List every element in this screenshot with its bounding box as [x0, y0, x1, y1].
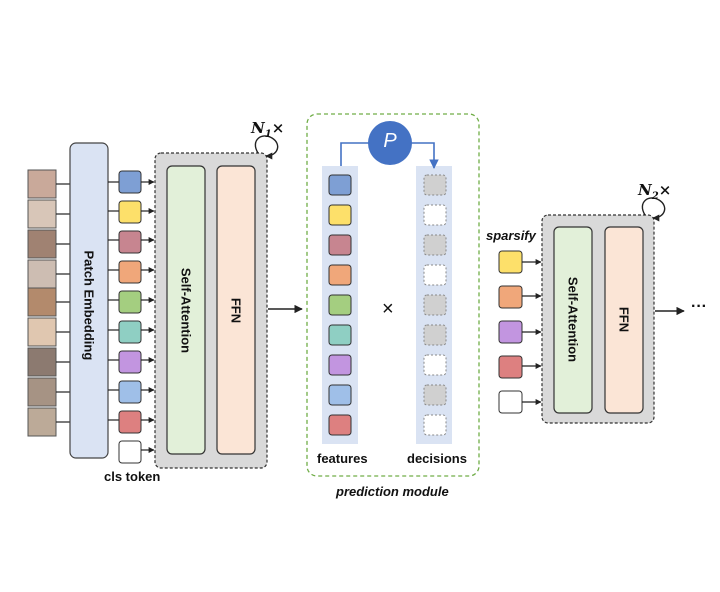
cls-token-label: cls token: [104, 469, 161, 484]
sparse-token: [498, 355, 523, 379]
feature-token: [328, 354, 352, 376]
loop-arrow-2: [641, 197, 666, 222]
self-attention-block-2: [553, 226, 593, 414]
p-circle: [368, 121, 412, 165]
token-column: [118, 170, 142, 464]
image-patch: [27, 407, 57, 437]
self-attention-block-1: [166, 165, 206, 455]
token: [118, 260, 142, 284]
sparse-token: [498, 390, 523, 414]
ffn-label-1: FFN: [228, 297, 244, 324]
feature-token: [328, 294, 352, 316]
feature-token: [328, 384, 352, 406]
n1-label: N1×: [251, 119, 285, 140]
decision-token: [423, 384, 447, 406]
decision-token: [423, 204, 447, 226]
image-patch: [27, 377, 57, 407]
sparse-token-column: [498, 250, 523, 414]
token: [118, 410, 142, 434]
sparse-token: [498, 285, 523, 309]
token: [118, 380, 142, 404]
patch-embedding-label: Patch Embedding: [81, 250, 97, 361]
token: [118, 170, 142, 194]
sparsify-label: sparsify: [486, 228, 536, 243]
decision-token: [423, 174, 447, 196]
token-arrows: [141, 179, 155, 453]
features-label: features: [317, 451, 368, 466]
token: [118, 440, 142, 464]
sparse-arrows: [522, 259, 542, 405]
p-label: P: [383, 130, 397, 152]
image-patch: [27, 229, 57, 259]
feature-token: [328, 204, 352, 226]
image-patch: [27, 259, 57, 289]
decision-tokens: [423, 174, 447, 436]
token: [118, 230, 142, 254]
feature-token: [328, 324, 352, 346]
image-patch: [27, 169, 57, 199]
self-attention-label-1: Self-Attention: [178, 267, 194, 354]
image-patch: [27, 347, 57, 377]
token: [118, 290, 142, 314]
decisions-label: decisions: [407, 451, 467, 466]
feature-token: [328, 264, 352, 286]
token: [118, 200, 142, 224]
decision-token: [423, 354, 447, 376]
feature-token: [328, 414, 352, 436]
token: [118, 350, 142, 374]
decision-token: [423, 324, 447, 346]
decision-token: [423, 414, 447, 436]
feature-tokens: [328, 174, 352, 436]
image-patch: [27, 317, 57, 347]
decision-token: [423, 294, 447, 316]
ffn-block-1: [216, 165, 256, 455]
prediction-module-border: [306, 113, 480, 477]
sparse-token: [498, 320, 523, 344]
ffn-block-2: [604, 226, 644, 414]
feature-token: [328, 234, 352, 256]
ellipsis: ···: [691, 298, 707, 315]
prediction-module-label: prediction module: [336, 484, 449, 499]
decision-token: [423, 234, 447, 256]
image-patch: [27, 287, 57, 317]
multiply-symbol: ×: [382, 298, 394, 320]
token: [118, 320, 142, 344]
image-patches: [27, 169, 57, 437]
loop-arrow-1: [254, 135, 279, 160]
self-attention-label-2: Self-Attention: [565, 276, 581, 363]
features-to-p-line: [340, 142, 370, 166]
p-to-decisions-arrow: [410, 142, 439, 169]
n2-label: N2×: [638, 181, 672, 202]
sparse-token: [498, 250, 523, 274]
image-patch: [27, 199, 57, 229]
embedding-connectors: [108, 181, 119, 421]
feature-token: [328, 174, 352, 196]
ffn-label-2: FFN: [616, 306, 632, 333]
patch-connectors: [56, 183, 70, 423]
decision-token: [423, 264, 447, 286]
